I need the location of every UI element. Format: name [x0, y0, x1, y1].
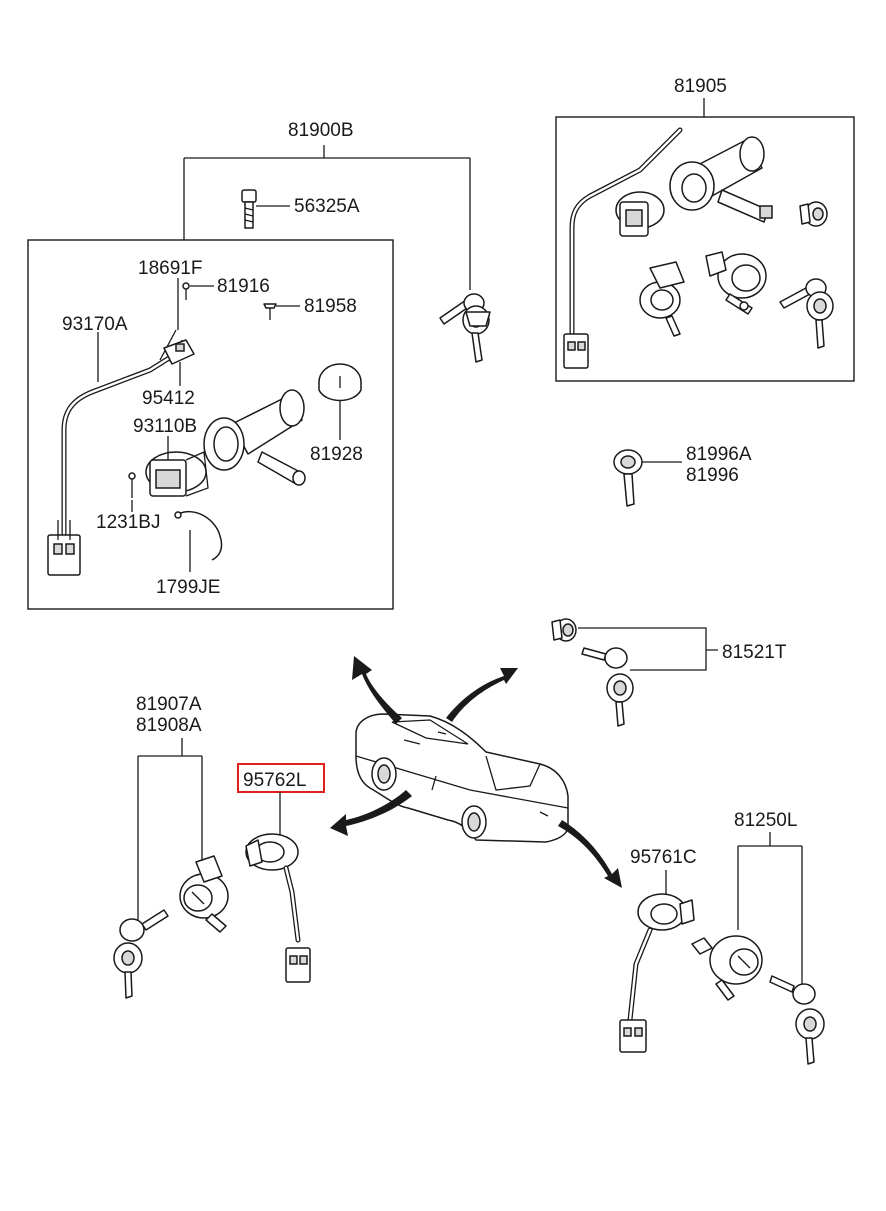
- lock-kit-group: 81905: [555, 76, 855, 382]
- car-illustration: [355, 713, 569, 843]
- ignition-assembly-group: 81900B 56325A: [27, 120, 491, 610]
- cap-81928[interactable]: [318, 363, 362, 402]
- screw-81916[interactable]: [182, 282, 190, 300]
- glove-box-cylinder[interactable]: [551, 618, 577, 642]
- key-set-81900b[interactable]: [439, 293, 491, 363]
- highlight-box-95762l: [237, 763, 325, 793]
- bracket-81250l: [737, 832, 803, 996]
- ignition-switch-93110b[interactable]: [145, 451, 209, 497]
- pointer-arrows: [330, 656, 622, 888]
- box-81905: [555, 116, 855, 382]
- trunk-switch-95761c[interactable]: [619, 893, 695, 1053]
- bracket-81521t: [578, 627, 718, 671]
- label-81908a[interactable]: 81908A: [136, 715, 202, 736]
- door-switch-95762l[interactable]: [245, 833, 311, 983]
- wiring-harness-93170a[interactable]: [47, 329, 185, 576]
- glove-box-key-set[interactable]: [581, 647, 634, 727]
- trunk-lock-group: 81250L 95761C: [619, 810, 825, 1065]
- bracket-81907a: [137, 738, 203, 928]
- arrow-to-glovebox: [446, 668, 518, 722]
- arrow-to-ignition: [352, 656, 402, 724]
- box-ignition-switch: [27, 239, 394, 610]
- label-81521t[interactable]: 81521T: [722, 642, 787, 663]
- label-81916[interactable]: 81916: [217, 276, 270, 297]
- trunk-key-set[interactable]: [769, 975, 825, 1065]
- kit-trunk-lock[interactable]: [639, 261, 685, 337]
- screw-1231bj[interactable]: [128, 472, 136, 498]
- connector-95412[interactable]: [163, 339, 195, 365]
- label-95762l[interactable]: 95762L: [243, 770, 306, 791]
- label-81250l[interactable]: 81250L: [734, 810, 797, 831]
- label-81905[interactable]: 81905: [674, 76, 727, 97]
- arrow-to-door: [330, 790, 412, 836]
- kit-key-set[interactable]: [779, 278, 834, 349]
- bracket-81900b: [183, 145, 471, 290]
- label-1799je[interactable]: 1799JE: [156, 577, 220, 598]
- door-lock-cylinder[interactable]: [179, 855, 229, 933]
- kit-harness[interactable]: [563, 127, 683, 369]
- door-lock-key-set[interactable]: [113, 909, 169, 999]
- label-81958[interactable]: 81958: [304, 296, 357, 317]
- kit-ignition-lock[interactable]: [615, 136, 773, 237]
- label-95761c[interactable]: 95761C: [630, 847, 697, 868]
- label-56325a[interactable]: 56325A: [294, 196, 360, 217]
- label-95412[interactable]: 95412: [142, 388, 195, 409]
- label-93170a[interactable]: 93170A: [62, 314, 128, 335]
- label-81900b[interactable]: 81900B: [288, 120, 354, 141]
- label-81928[interactable]: 81928: [310, 444, 363, 465]
- glove-box-lock-group: 81521T: [551, 618, 787, 727]
- key-blank-group: 81996A 81996: [613, 444, 752, 507]
- kit-small-cylinder[interactable]: [799, 201, 828, 227]
- label-81996[interactable]: 81996: [686, 465, 739, 486]
- door-switch-group: 95762L: [237, 763, 325, 983]
- kit-door-lock[interactable]: [705, 251, 767, 315]
- trunk-lock-cylinder[interactable]: [691, 935, 763, 1001]
- label-81907a[interactable]: 81907A: [136, 694, 202, 715]
- door-lock-group: 81907A 81908A: [113, 694, 229, 999]
- label-18691f[interactable]: 18691F: [138, 258, 202, 279]
- ignition-lock-body[interactable]: [203, 389, 306, 486]
- bolt-56325a-part[interactable]: [241, 189, 257, 229]
- label-81996a[interactable]: 81996A: [686, 444, 752, 465]
- key-blank-81996[interactable]: [613, 449, 643, 507]
- arrow-to-trunk: [558, 820, 622, 888]
- label-1231bj[interactable]: 1231BJ: [96, 512, 160, 533]
- screw-81958[interactable]: [263, 303, 277, 320]
- band-1799je[interactable]: [174, 511, 223, 561]
- label-93110b[interactable]: 93110B: [133, 416, 197, 437]
